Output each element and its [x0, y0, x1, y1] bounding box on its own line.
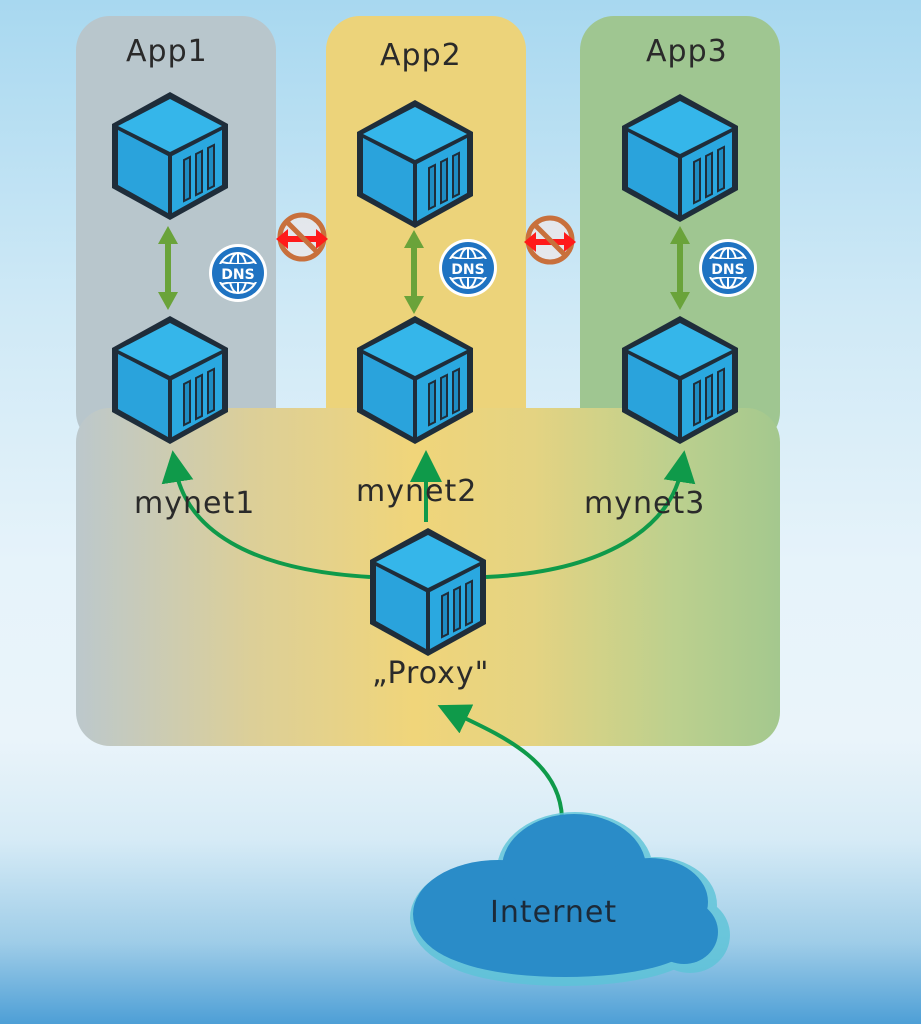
- internet-label: Internet: [490, 895, 618, 930]
- proxy-to-mynet1-arrow: [161, 450, 371, 579]
- app3-container-bottom-icon: [621, 315, 739, 445]
- app2-container-bottom-icon: [356, 315, 474, 445]
- proxy-to-mynet3-arrow: [485, 450, 696, 579]
- app3-link-arrow-icon: [670, 226, 690, 310]
- proxy-label: „Proxy": [372, 656, 490, 691]
- internet-to-proxy-arrow: [437, 704, 564, 819]
- app2-label: App2: [380, 38, 462, 73]
- app1-link-arrow-icon: [158, 226, 178, 310]
- app2-link-arrow-icon: [404, 230, 424, 314]
- app1-container-bottom-icon: [111, 315, 229, 445]
- mynet3-label: mynet3: [584, 486, 706, 521]
- blocked-app2-app3-icon: [524, 218, 576, 262]
- app3-container-top-icon: [621, 93, 739, 223]
- internet-cloud-icon: [410, 812, 730, 986]
- mynet1-label: mynet1: [134, 486, 256, 521]
- blocked-app1-app2-icon: [276, 215, 328, 259]
- app3-dns-label: DNS: [711, 262, 744, 278]
- app2-container-top-icon: [356, 99, 474, 229]
- app1-label: App1: [126, 34, 208, 69]
- proxy-container-icon: [369, 527, 487, 657]
- mynet2-label: mynet2: [356, 474, 478, 509]
- app1-dns-label: DNS: [221, 267, 254, 283]
- app2-dns-label: DNS: [451, 262, 484, 278]
- app3-label: App3: [646, 34, 728, 69]
- app1-container-top-icon: [111, 91, 229, 221]
